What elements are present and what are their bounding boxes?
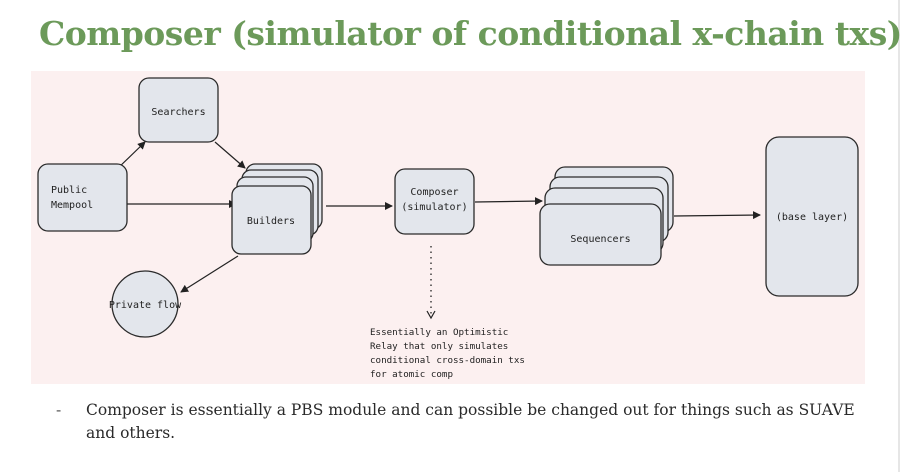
- composer-label-line2: (simulator): [401, 202, 467, 213]
- note-line-1: Essentially an Optimistic: [370, 327, 508, 338]
- bullet-text: Composer is essentially a PBS module and…: [86, 401, 855, 442]
- diagram-panel: Searchers Public Mempool Builders Privat…: [31, 71, 865, 384]
- sequencers-label: Sequencers: [570, 234, 630, 245]
- note-line-3: conditional cross-domain txs: [370, 355, 525, 366]
- searchers-node: [138, 77, 219, 143]
- builders-label: Builders: [247, 216, 295, 227]
- bullet-item: - Composer is essentially a PBS module a…: [56, 399, 856, 445]
- base-layer-label: (base layer): [776, 212, 848, 223]
- edge-builders-to-private-flow: [180, 255, 239, 293]
- public-mempool-label-line2: Mempool: [51, 200, 93, 211]
- private-flow-label: Private flow: [109, 300, 182, 311]
- builders-node: [231, 185, 312, 255]
- bullet-dash: -: [56, 401, 62, 419]
- note-line-4: for atomic comp: [370, 369, 453, 380]
- flow-diagram: Searchers Public Mempool Builders Privat…: [37, 77, 859, 380]
- public-mempool-node: [37, 163, 128, 232]
- searchers-label: Searchers: [151, 107, 205, 118]
- public-mempool-label-line1: Public: [51, 185, 87, 196]
- edge-composer-to-sequencers: [474, 197, 543, 206]
- note-line-2: Relay that only simulates: [370, 341, 508, 352]
- edge-sequencers-to-base-layer: [673, 211, 761, 220]
- composer-label-line1: Composer: [410, 187, 458, 198]
- base-layer-node: [765, 136, 859, 297]
- bullet-list: - Composer is essentially a PBS module a…: [56, 399, 856, 445]
- sequencers-node: [539, 203, 662, 266]
- edge-searchers-to-builders: [214, 141, 246, 169]
- composer-node: [394, 168, 475, 235]
- note-arrow-head: [426, 310, 436, 320]
- slide-title: Composer (simulator of conditional x-cha…: [39, 14, 900, 53]
- private-flow-node: [111, 270, 179, 338]
